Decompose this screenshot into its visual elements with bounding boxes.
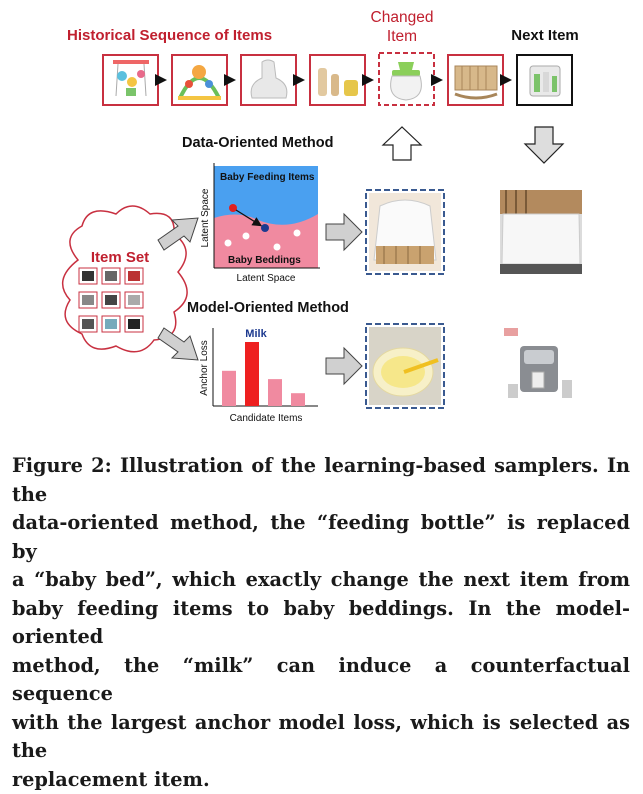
result-mattress-image (500, 190, 582, 274)
arrow-model-method-to-result (326, 348, 362, 384)
down-arrow-from-next-item (525, 127, 563, 163)
latent-point-original (229, 204, 237, 212)
caption-line-6: with the largest anchor model loss, whic… (12, 709, 630, 766)
caption-line-3: a “baby bed”, which exactly change the n… (12, 566, 630, 595)
result-formula-machine-image (500, 324, 582, 408)
anchor-loss-y-axis-label: Anchor Loss (199, 340, 210, 396)
data-oriented-title: Data-Oriented Method (182, 135, 333, 151)
sequence-item-6-cradle (448, 55, 503, 105)
sequence-item-2-play-gym (172, 55, 227, 105)
latent-region-top-label: Baby Feeding Items (220, 172, 315, 183)
candidate-items-x-axis-label: Candidate Items (230, 413, 303, 424)
changed-item-label-line2: Item (387, 28, 417, 45)
latent-x-axis-label: Latent Space (237, 273, 296, 284)
next-item-bottle-sterilizer (517, 55, 572, 105)
model-oriented-title: Model-Oriented Method (187, 300, 349, 316)
changed-item-feeding-bottle (379, 53, 434, 105)
latent-y-axis-label: Latent Space (200, 188, 211, 247)
loss-bar-3 (268, 379, 282, 406)
caption-line-7: replacement item. (12, 766, 630, 794)
caption-line-2: data-oriented method, the “feeding bottl… (12, 509, 630, 566)
sequence-item-3-bottle-nipple (241, 55, 296, 105)
milk-label: Milk (245, 328, 267, 340)
caption-line-5: method, the “milk” can induce a counterf… (12, 652, 630, 709)
next-item-label: Next Item (511, 27, 579, 44)
loss-bar-2 (245, 342, 259, 406)
sequence-item-1-crib-mobile (103, 55, 158, 105)
changed-item-label-line1: Changed (371, 9, 434, 26)
loss-bar-4 (291, 393, 305, 406)
latent-point-replaced (261, 224, 269, 232)
result-milk-image (366, 324, 444, 408)
loss-bar-1 (222, 371, 236, 406)
caption-line-4: baby feeding items to baby beddings. In … (12, 595, 630, 652)
figure-caption: Figure 2: Illustration of the learning-b… (12, 452, 630, 794)
up-arrow-to-changed-item (383, 127, 421, 160)
historical-sequence-label: Historical Sequence of Items (67, 27, 272, 44)
diagram: Historical Sequence of Items Changed Ite… (0, 0, 643, 440)
sequence-item-4-teethers (310, 55, 365, 105)
caption-line-1: Figure 2: Illustration of the learning-b… (12, 452, 630, 509)
arrow-itemset-to-model-method (158, 328, 198, 360)
item-set-grid (79, 268, 143, 332)
arrow-data-method-to-result (326, 214, 362, 250)
item-set-title: Item Set (91, 249, 149, 266)
latent-region-bottom-label: Baby Beddings (228, 255, 301, 266)
result-baby-bed-image (366, 190, 444, 274)
